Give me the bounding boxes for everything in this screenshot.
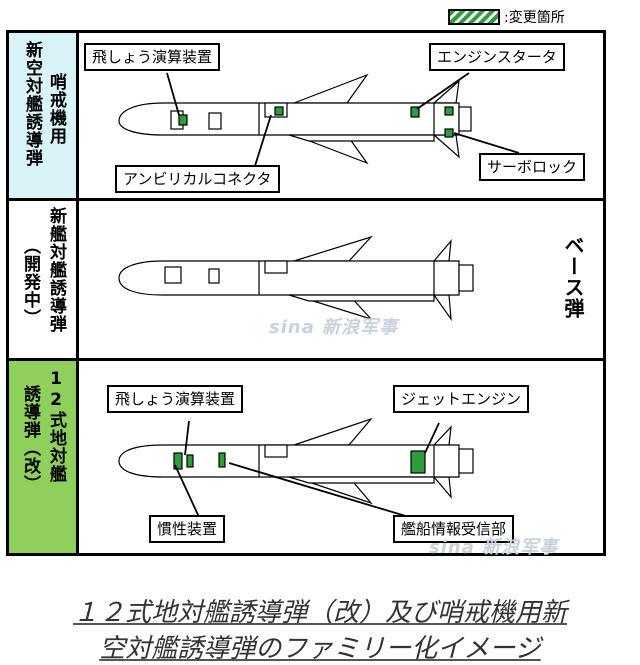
row-type12-missile: 誘導弾（改） 12式地対艦 <box>9 361 603 558</box>
row-label-text-1: 新空対艦誘導弾 <box>22 41 42 167</box>
watermark-sina: sina 新浪军事 <box>269 317 399 338</box>
missile-outline-2 <box>118 235 474 322</box>
changed-area-swatch <box>448 9 500 25</box>
callout-flight-computer: 飛しょう演算装置 <box>107 385 244 413</box>
missile-outline-3 <box>118 417 474 518</box>
missile-drawing-3: 飛しょう演算装置 ジェットエンジン 慣性装置 艦船情報受信部 sina 新浪军事 <box>79 361 603 558</box>
row-label-type12: 誘導弾（改） 12式地対艦 <box>9 361 79 553</box>
missile-drawing-1: 飛しょう演算装置 エンジンスタータ アンビリカルコネクタ サーボロック <box>79 33 603 198</box>
row-maritime-patrol-missile: 新空対艦誘導弾 哨戒機用 <box>9 33 603 201</box>
legend: :変更箇所 <box>448 6 565 28</box>
row-label-text-2: 哨戒機用 <box>46 73 66 145</box>
base-missile-label: ベース弾 <box>561 235 585 319</box>
diagram-frame: 新空対艦誘導弾 哨戒機用 <box>6 30 606 558</box>
callout-inertial-unit: 慣性装置 <box>149 515 226 543</box>
callout-ship-info-receiver: 艦船情報受信部 <box>393 515 515 543</box>
row-label-text-2: 12式地対艦 <box>46 369 66 483</box>
row-label-text-1: 誘導弾（改） <box>20 385 40 493</box>
row-label-text-1: （開発中） <box>20 237 40 327</box>
missile-outline-1 <box>118 72 520 170</box>
callout-umbilical-connector: アンビリカルコネクタ <box>115 165 280 193</box>
caption-line-1: １２式地対艦誘導弾（改）及び哨戒機用新 <box>72 598 567 628</box>
row-label-text-2: 新艦対艦誘導弾 <box>46 207 66 333</box>
callout-jet-engine: ジェットエンジン <box>393 385 530 413</box>
row-new-ship-missile: （開発中） 新艦対艦誘導弾 <box>9 201 603 361</box>
missile-drawing-2: ベース弾 sina 新浪军事 <box>79 201 603 358</box>
row-label-maritime: 新空対艦誘導弾 哨戒機用 <box>9 33 79 198</box>
callout-flight-computer: 飛しょう演算装置 <box>84 43 221 71</box>
callout-servo-lock: サーボロック <box>479 153 586 181</box>
watermark-sina: sina 新浪军事 <box>429 537 559 558</box>
legend-label: :変更箇所 <box>504 10 565 26</box>
row-label-new-ship: （開発中） 新艦対艦誘導弾 <box>9 201 79 358</box>
callout-engine-starter: エンジンスタータ <box>429 43 565 71</box>
caption-line-2: 空対艦誘導弾のファミリー化イメージ <box>99 634 541 664</box>
